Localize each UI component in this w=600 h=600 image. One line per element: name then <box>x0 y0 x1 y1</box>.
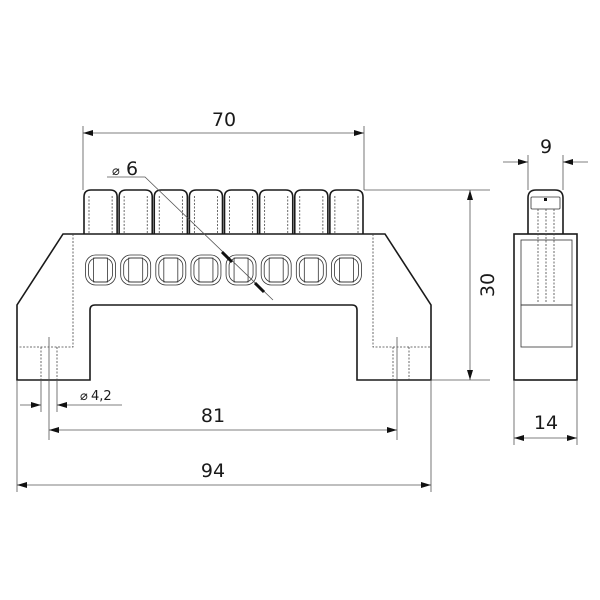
screw-head <box>258 189 294 234</box>
screw-head <box>329 189 364 234</box>
busbar-body <box>16 233 432 381</box>
dim-70-label: 70 <box>212 109 236 131</box>
dimension-side-width: 14 <box>513 380 578 445</box>
screw-heads <box>83 189 364 234</box>
terminal-holes <box>85 254 362 286</box>
diameter-symbol-small: ⌀ <box>80 389 88 404</box>
screw-head <box>293 189 329 234</box>
terminal-hole <box>120 254 152 286</box>
hidden-lines <box>17 234 431 348</box>
terminal-hole <box>155 254 187 286</box>
screw-head <box>83 189 118 234</box>
mount-hole-hidden <box>40 347 410 380</box>
terminal-hole <box>190 254 222 286</box>
terminal-hole <box>85 254 116 286</box>
dimension-side-top: 9 <box>503 136 588 190</box>
terminal-hole <box>331 254 362 286</box>
dim-6-label: 6 <box>126 158 138 180</box>
dim-30-label: 30 <box>477 273 499 297</box>
side-view <box>513 189 578 381</box>
dim-81-label: 81 <box>201 405 225 427</box>
screw-head <box>118 189 154 234</box>
diameter-symbol: ⌀ <box>112 164 120 179</box>
screw-head <box>223 189 259 234</box>
dimension-overall-width: 94 <box>16 380 432 492</box>
screw-head <box>153 189 189 234</box>
terminal-hole <box>225 254 257 286</box>
dimension-mount-hole: ⌀ 4,2 <box>20 337 122 440</box>
dim-94-label: 94 <box>201 460 225 482</box>
dimension-height: 30 <box>364 189 499 381</box>
dimension-mount-spacing: 81 <box>49 337 398 440</box>
dim-4-2-label: 4,2 <box>91 389 112 404</box>
dim-9-label: 9 <box>540 136 552 158</box>
terminal-hole <box>260 254 292 286</box>
dimension-top-width: 70 <box>82 109 365 190</box>
dimension-hole-diameter: ⌀ 6 <box>107 158 274 301</box>
screw-head <box>188 189 224 234</box>
dim-14-label: 14 <box>534 412 558 434</box>
front-view <box>16 189 432 381</box>
terminal-hole <box>295 254 327 286</box>
